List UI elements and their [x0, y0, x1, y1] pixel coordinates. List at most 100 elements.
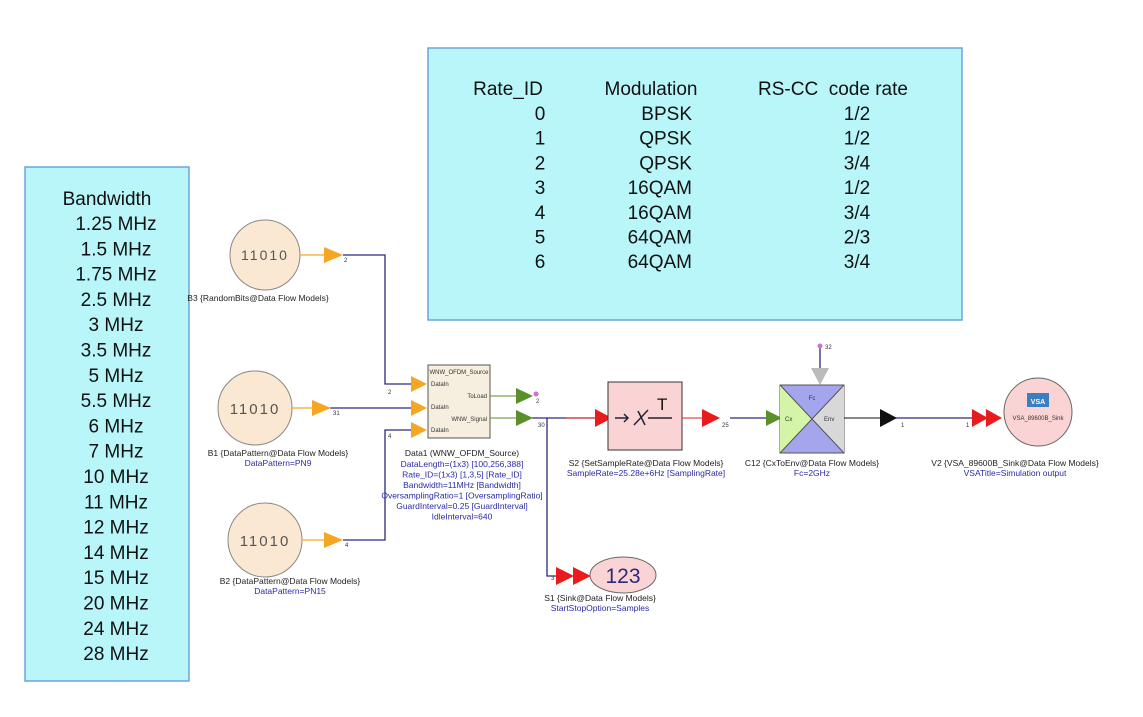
- header-modulation: Modulation: [605, 79, 698, 100]
- b2-data-pattern-source[interactable]: 11010 4 B2 {DataPattern@Data Flow Models…: [220, 502, 361, 596]
- data1-in-pin: 2: [388, 390, 392, 396]
- b1-data-pattern-source[interactable]: 11010 31 B1 {DataPattern@Data Flow Model…: [208, 370, 349, 468]
- bandwidth-item: 14 MHz: [83, 543, 148, 564]
- input-arrow-icon: [595, 409, 612, 427]
- bandwidth-item: 6 MHz: [89, 416, 144, 437]
- b1-label: B1 {DataPattern@Data Flow Models}: [208, 448, 349, 458]
- input-arrow-icon: [411, 376, 427, 392]
- output-arrow-icon: [324, 247, 343, 263]
- bandwidth-item: 28 MHz: [83, 644, 148, 665]
- data1-param: Bandwidth=11MHz [Bandwidth]: [403, 480, 521, 490]
- c12-pin-top: 32: [825, 345, 832, 351]
- s1-sink[interactable]: 3 123 S1 {Sink@Data Flow Models} StartSt…: [544, 556, 657, 613]
- data1-param: GuardInterval=0.25 [GuardInterval]: [396, 501, 528, 511]
- output-arrow-icon: [702, 409, 720, 427]
- v2-inner-label: VSA_89600B_Sink: [1012, 416, 1064, 422]
- data1-port-out: ToLoad: [467, 394, 487, 400]
- bandwidth-item: 3.5 MHz: [81, 341, 152, 362]
- b3-random-bits-source[interactable]: 11010 2 B3 {RandomBits@Data Flow Models}: [187, 219, 348, 303]
- b2-label: B2 {DataPattern@Data Flow Models}: [220, 576, 361, 586]
- b2-pin: 4: [345, 543, 349, 549]
- rate-table-cell: QPSK: [639, 153, 692, 174]
- c12-port-fc: Fc: [809, 396, 816, 402]
- bandwidth-item: 2.5 MHz: [81, 290, 152, 311]
- data1-wnw-ofdm-source[interactable]: 2 4 WNW_OFDM_Source DataIn DataIn DataIn…: [381, 364, 545, 522]
- b1-param: DataPattern=PN9: [245, 458, 312, 468]
- rate-table-cell: 1/2: [844, 104, 870, 125]
- data1-out-pin: 30: [538, 423, 545, 429]
- data1-port-in: DataIn: [431, 405, 449, 411]
- rate-table-cell: 3/4: [844, 203, 871, 224]
- b1-pin: 31: [333, 411, 340, 417]
- bandwidth-item: 15 MHz: [83, 568, 148, 589]
- rate-table-cell: 4: [535, 203, 546, 224]
- rate-table-cell: 3/4: [844, 252, 871, 273]
- c12-port-cx: Cx: [785, 417, 792, 423]
- b1-display: 11010: [230, 401, 281, 418]
- vsa-logo-text: VSA: [1031, 399, 1045, 406]
- s2-param: SampleRate=25.28e+6Hz [SamplingRate]: [567, 468, 725, 478]
- rate-table-cell: 3: [535, 178, 546, 199]
- rate-table-cell: 1/2: [844, 129, 870, 150]
- output-arrow-icon: [516, 388, 533, 404]
- c12-cx-to-env[interactable]: 32 Fc Cx Env 1 C12 {CxToEnv@Data Flow Mo…: [745, 343, 905, 479]
- bandwidth-item: 7 MHz: [89, 442, 144, 463]
- input-arrow-icon: [556, 567, 574, 585]
- v2-param: VSATitle=Simulation output: [964, 468, 1067, 478]
- input-arrow-icon: [411, 422, 427, 438]
- bandwidth-item: 12 MHz: [83, 518, 148, 539]
- bandwidth-item: 10 MHz: [83, 467, 148, 488]
- input-arrow-icon: [972, 409, 988, 427]
- data1-param: IdleInterval=640: [432, 512, 493, 522]
- rate-table-cell: 64QAM: [628, 228, 692, 249]
- data1-in-pin: 4: [388, 434, 392, 440]
- input-arrow-icon: [986, 409, 1002, 427]
- bandwidth-header: Bandwidth: [63, 189, 152, 210]
- rate-table-cell: 2/3: [844, 228, 870, 249]
- rate-table-cell: 1: [535, 129, 546, 150]
- bandwidth-item: 5.5 MHz: [81, 391, 152, 412]
- s1-display: 123: [605, 565, 640, 588]
- input-arrow-icon: [573, 567, 591, 585]
- input-arrow-icon: [766, 410, 782, 426]
- output-arrow-icon: [516, 410, 533, 426]
- rate-table-cell: QPSK: [639, 129, 692, 150]
- data1-param: OversamplingRatio=1 [OversamplingRatio]: [381, 491, 542, 501]
- b2-display: 11010: [240, 533, 291, 550]
- input-arrow-icon: [811, 368, 829, 385]
- s2-set-sample-rate[interactable]: T 25 S2 {SetSampleRate@Data Flow Models}…: [566, 381, 729, 478]
- bandwidth-item: 1.5 MHz: [81, 239, 152, 260]
- rate-table-cell: 64QAM: [628, 252, 692, 273]
- rate-table-cell: 3/4: [844, 153, 871, 174]
- rate-table-cell: 2: [535, 153, 546, 174]
- header-code-rate: RS-CC code rate: [758, 79, 908, 100]
- c12-pin-out: 1: [901, 423, 905, 429]
- switch-icon: [615, 409, 672, 426]
- rate-table-cell: 1/2: [844, 178, 870, 199]
- data1-label: Data1 (WNW_OFDM_Source): [405, 448, 519, 458]
- c12-label: C12 {CxToEnv@Data Flow Models}: [745, 458, 879, 468]
- rate-table-cell: 16QAM: [628, 178, 692, 199]
- terminal-dot: [817, 343, 823, 349]
- data1-out-pin: 2: [536, 399, 540, 405]
- data1-param: DataLength=(1x3) [100,256,388]: [401, 459, 524, 469]
- v2-vsa-sink[interactable]: 1 VSA VSA_89600B_Sink V2 {VSA_89600B_Sin…: [931, 377, 1099, 478]
- data1-port-in: DataIn: [431, 382, 449, 388]
- b3-label: B3 {RandomBits@Data Flow Models}: [187, 293, 329, 303]
- data1-port-in: DataIn: [431, 428, 449, 434]
- bandwidth-item: 11 MHz: [84, 492, 148, 513]
- vsa-logo-icon: [1027, 393, 1049, 407]
- s1-pin: 3: [551, 576, 555, 582]
- bandwidth-item: 5 MHz: [89, 366, 144, 387]
- b3-display: 11010: [241, 247, 289, 263]
- output-arrow-icon: [880, 409, 897, 427]
- rate-table-cell: BPSK: [641, 104, 692, 125]
- c12-param: Fc=2GHz: [794, 468, 830, 478]
- v2-label: V2 {VSA_89600B_Sink@Data Flow Models}: [931, 458, 1099, 468]
- s2-label: S2 {SetSampleRate@Data Flow Models}: [569, 458, 724, 468]
- rate-table-cell: 0: [535, 104, 546, 125]
- rate-table-cell: 5: [535, 228, 546, 249]
